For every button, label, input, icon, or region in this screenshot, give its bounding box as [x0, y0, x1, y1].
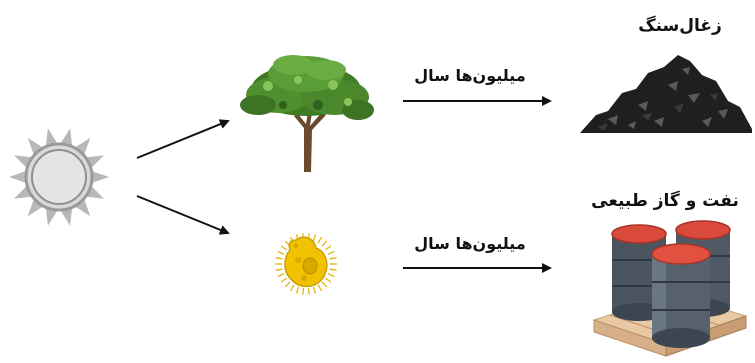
coal-pile-icon [580, 55, 752, 133]
cilium [302, 287, 305, 295]
sun-ray [75, 137, 91, 155]
oil-barrels-icon [592, 220, 748, 357]
cilium [312, 234, 317, 242]
cilium [317, 284, 323, 292]
cilium [280, 245, 287, 251]
microorganism-icon [275, 233, 337, 295]
arrow-sun-to-microorganism [136, 195, 230, 235]
cilium [284, 281, 291, 288]
arrow-sun-to-tree [136, 119, 230, 159]
sun-ray [9, 171, 26, 183]
cilium [321, 281, 328, 288]
cilium [277, 250, 285, 255]
cilium [327, 250, 335, 255]
cilium [327, 273, 335, 278]
sun-icon [9, 128, 109, 226]
sun-ray [92, 171, 109, 183]
sun-ray [27, 137, 43, 155]
time-label-top: میلیون‌ها سال [414, 66, 526, 85]
sun-ray [60, 128, 73, 146]
coal-label: زغال‌سنگ [638, 16, 722, 36]
oil-gas-label: نفت و گاز طبیعی [591, 191, 739, 211]
sun-ray [45, 208, 58, 226]
cilium [275, 268, 283, 271]
cilium [307, 287, 310, 295]
tree-icon [240, 55, 374, 172]
cilium [317, 236, 323, 244]
cilium [312, 286, 317, 294]
cilium [295, 286, 300, 294]
cilium [321, 240, 328, 247]
cilium [289, 284, 295, 292]
time-label-bottom: میلیون‌ها سال [414, 234, 526, 253]
sun-ray [27, 199, 43, 217]
cilium [280, 277, 287, 283]
sun-ray [45, 128, 58, 146]
cilium [329, 268, 337, 271]
cilium [325, 277, 332, 283]
sun-ray [60, 208, 73, 226]
cilium [277, 273, 285, 278]
cilium [329, 257, 337, 260]
cilium [325, 245, 332, 251]
sun-ray [75, 199, 91, 217]
cilium [275, 257, 283, 260]
